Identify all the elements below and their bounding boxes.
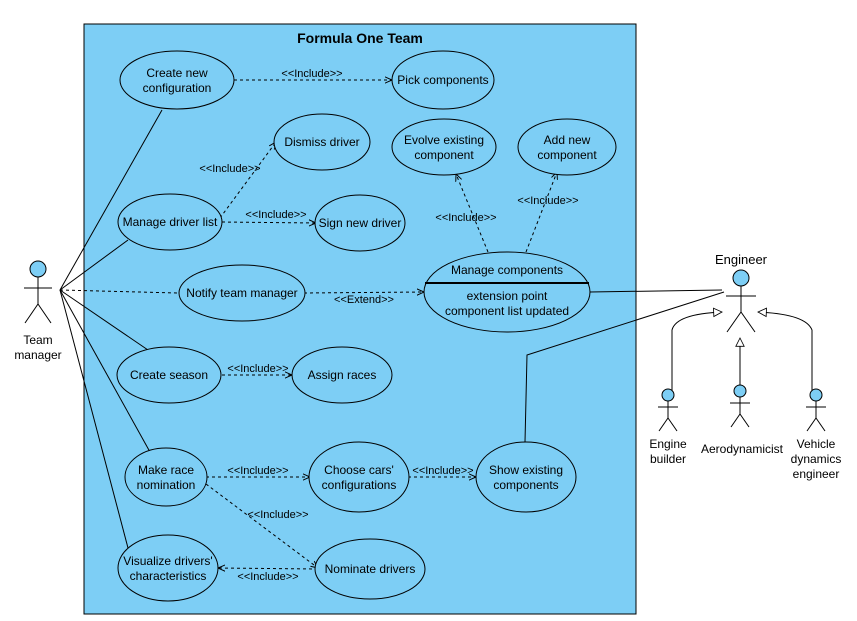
use-case-dismiss-driver[interactable]: Dismiss driver: [273, 113, 371, 171]
actor-label: Aerodynamicist: [701, 442, 784, 456]
include-label-show: <<Include>>: [412, 465, 473, 477]
actor-label: Engineer: [715, 252, 768, 267]
use-case-add-new-component[interactable]: Add new component: [517, 118, 617, 176]
use-case-nominate-drivers[interactable]: Nominate drivers: [314, 538, 426, 600]
include-label-sign: <<Include>>: [245, 209, 306, 221]
use-case-label: Make race: [138, 463, 194, 477]
use-case-make-race-nomination[interactable]: Make race nomination: [124, 447, 208, 507]
use-case-label: Show existing: [489, 463, 563, 477]
use-case-visualize-drivers-characteristics[interactable]: Visualize drivers' characteristics: [117, 534, 219, 602]
actor-engine-builder[interactable]: Engine builder: [649, 388, 687, 466]
include-label-visualize: <<Include>>: [237, 571, 298, 583]
use-case-label: Manage driver list: [123, 215, 218, 229]
include-manage-to-evolve: [456, 174, 489, 253]
actor-label: dynamics: [791, 452, 842, 466]
use-case-label: Dismiss driver: [284, 135, 359, 149]
use-case-label: Notify team manager: [186, 286, 297, 300]
actor-engineer[interactable]: Engineer: [715, 252, 768, 333]
assoc-manager-create-season: [59, 289, 149, 351]
actor-label: manager: [14, 348, 61, 362]
extension-point-label: component list updated: [445, 304, 569, 318]
use-case-show-existing-components[interactable]: Show existing components: [475, 441, 577, 513]
use-case-label: Manage components: [451, 263, 563, 277]
use-case-label: configuration: [143, 81, 212, 95]
actor-head-icon: [733, 384, 747, 398]
use-case-create-season[interactable]: Create season: [116, 346, 222, 404]
use-case-choose-cars-configurations[interactable]: Choose cars' configurations: [308, 441, 410, 513]
include-nominate-to-visualize: [218, 568, 319, 569]
use-case-label: Pick components: [397, 73, 488, 87]
assoc-manager-race-nomination: [59, 289, 151, 453]
use-case-label: Create season: [130, 368, 208, 382]
actor-head-icon: [29, 260, 47, 278]
include-label-choose: <<Include>>: [227, 465, 288, 477]
use-case-label: Evolve existing: [404, 133, 484, 147]
use-case-label: nomination: [137, 478, 196, 492]
use-case-label: component: [537, 148, 597, 162]
actor-label: builder: [650, 452, 686, 466]
generalization-engine-builder: [671, 312, 722, 392]
use-case-sign-new-driver[interactable]: Sign new driver: [314, 194, 406, 252]
use-case-label: Create new: [146, 66, 208, 80]
actor-head-icon: [809, 388, 823, 402]
assoc-engineer-show-existing: [524, 291, 725, 443]
include-label-assign: <<Include>>: [227, 363, 288, 375]
use-case-assign-races[interactable]: Assign races: [291, 346, 393, 404]
include-label-create-pick: <<Include>>: [281, 68, 342, 80]
use-case-pick-components[interactable]: Pick components: [391, 50, 495, 110]
generalization-vehicle-dynamics: [758, 312, 813, 392]
use-case-label: components: [493, 478, 558, 492]
use-case-label: Add new: [544, 133, 591, 147]
assoc-manager-visualize: [59, 289, 129, 549]
actor-label: Team: [23, 333, 52, 347]
include-nomination-to-nominate: [205, 483, 318, 568]
use-case-label: Sign new driver: [319, 216, 402, 230]
extension-point-label: extension point: [467, 289, 548, 303]
actor-vehicle-dynamics-engineer[interactable]: Vehicle dynamics engineer: [791, 388, 842, 481]
actor-head-icon: [661, 388, 675, 402]
use-case-label: characteristics: [130, 569, 207, 583]
use-case-evolve-existing-component[interactable]: Evolve existing component: [391, 118, 497, 176]
actor-label: engineer: [793, 467, 840, 481]
actor-label: Engine: [649, 437, 687, 451]
use-case-label: Assign races: [308, 368, 377, 382]
use-case-label: Choose cars': [324, 463, 394, 477]
include-label-evolve: <<Include>>: [435, 212, 496, 224]
manager-to-notify: [59, 289, 179, 294]
assoc-engineer-manage-components: [589, 289, 723, 293]
use-case-label: component: [414, 148, 474, 162]
use-case-manage-components[interactable]: Manage components extension point compon…: [423, 251, 591, 333]
actor-team-manager[interactable]: Team manager: [14, 260, 62, 362]
include-driver-to-dismiss: [219, 142, 276, 219]
use-case-label: Visualize drivers': [123, 554, 212, 568]
include-label-add: <<Include>>: [517, 195, 578, 207]
include-manage-to-add: [525, 172, 557, 253]
use-case-notify-team-manager[interactable]: Notify team manager: [178, 264, 306, 322]
include-label-nominate: <<Include>>: [247, 509, 308, 521]
use-case-manage-driver-list[interactable]: Manage driver list: [117, 193, 223, 251]
system-title: Formula One Team: [297, 30, 423, 46]
actor-label: Vehicle: [797, 437, 836, 451]
assoc-manager-create-config: [59, 109, 163, 291]
include-driver-to-sign: [221, 222, 316, 223]
use-case-label: configurations: [322, 478, 397, 492]
include-label-dismiss: <<Include>>: [199, 163, 260, 175]
assoc-manager-driver-list: [59, 239, 129, 291]
actor-head-icon: [732, 269, 750, 287]
extend-notify-to-manage: [303, 292, 424, 293]
use-case-label: Nominate drivers: [325, 562, 416, 576]
extend-label: <<Extend>>: [334, 294, 394, 306]
use-case-create-new-configuration[interactable]: Create new configuration: [119, 50, 235, 110]
actor-aerodynamicist[interactable]: Aerodynamicist: [701, 384, 784, 456]
